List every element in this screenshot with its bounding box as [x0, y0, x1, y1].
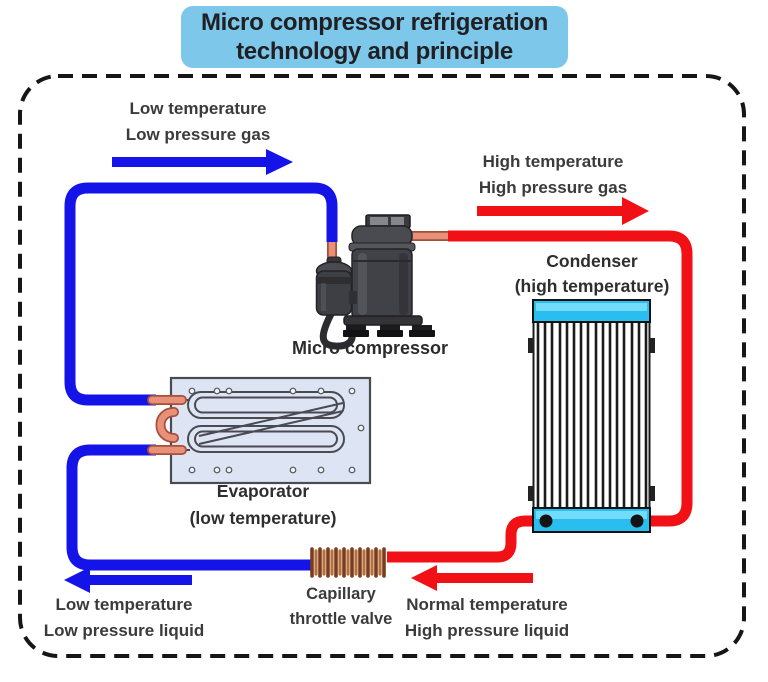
condenser-top-highlight [536, 303, 647, 311]
label-evaporator: Evaporator (low temperature) [190, 478, 337, 532]
label-line: Low temperature [55, 595, 193, 614]
flow-arrows [64, 149, 649, 593]
label-capillary-valve: Capillary throttle valve [290, 582, 393, 632]
terminal-detail [391, 217, 404, 225]
compressor-base [343, 315, 423, 326]
condenser-bracket [649, 486, 655, 501]
arrow-left-high-liquid-icon [411, 565, 533, 591]
label-line: Capillary [306, 585, 376, 603]
capillary-coil-light [314, 549, 382, 576]
accumulator-link [349, 291, 357, 304]
liquid-low-pipe [66, 444, 311, 571]
discharge-pipe [448, 230, 693, 527]
evaporator-illustration [147, 376, 372, 485]
evaporator-screw-holes [188, 387, 365, 474]
condenser-bracket [649, 338, 655, 353]
label-line: Condenser [546, 251, 638, 271]
condenser-fins [536, 322, 648, 508]
label-line: High temperature [482, 152, 624, 171]
evaporator-coil [187, 425, 345, 453]
condenser-bracket [528, 338, 534, 353]
condenser-inlet-port [630, 514, 644, 528]
page-title-line2: technology and principle [236, 38, 513, 65]
evaporator-coil [187, 391, 345, 419]
label-line: Evaporator [216, 481, 310, 501]
capillary-valve-illustration [310, 547, 386, 578]
label-compressor: Micro compressor [292, 338, 448, 358]
label-line: Low pressure gas [125, 125, 271, 144]
label-line: High pressure gas [478, 178, 628, 197]
compressor-loop-tube [319, 310, 356, 350]
label-line: Normal temperature [406, 595, 568, 614]
label-line: (low temperature) [189, 508, 337, 528]
label-condenser: Condenser (high temperature) [515, 249, 670, 299]
evaporator-u-bend-copper [157, 408, 178, 442]
barrel-highlight [358, 253, 367, 315]
condenser-bottom-highlight [536, 511, 647, 519]
arrow-right-high-gas-icon [477, 197, 649, 225]
label-line: Micro compressor [291, 338, 449, 358]
suction-pipe [64, 182, 338, 406]
accumulator-highlight [321, 283, 326, 311]
evaporator-coil-crossover [198, 402, 344, 445]
evaporator-coil [194, 430, 338, 448]
condenser-illustration [528, 299, 655, 533]
compressor-feet [343, 325, 435, 337]
accumulator-band [316, 277, 352, 284]
label-line: Low temperature [129, 99, 267, 118]
compressor-illustration [315, 214, 435, 350]
label-line: (high temperature) [514, 276, 670, 296]
terminal-detail [370, 217, 388, 225]
label-line: High pressure liquid [404, 621, 570, 640]
capillary-coil-dark [310, 547, 386, 578]
label-low-pressure-gas: Low temperature Low pressure gas [126, 96, 271, 148]
barrel-shade [399, 253, 408, 315]
page-title: Micro compressor refrigeration technolog… [181, 6, 568, 68]
label-high-pressure-gas: High temperature High pressure gas [479, 149, 627, 201]
liquid-high-pipe [387, 515, 545, 563]
label-high-pressure-liquid: Normal temperature High pressure liquid [405, 592, 569, 644]
label-low-pressure-liquid: Low temperature Low pressure liquid [44, 592, 205, 644]
page-title-line1: Micro compressor refrigeration [200, 9, 549, 36]
condenser-outlet-port [539, 514, 553, 528]
diagram-border [18, 74, 746, 658]
condenser-bracket [528, 486, 534, 501]
high-pressure-pipes [387, 230, 693, 563]
label-line: Low pressure liquid [43, 621, 205, 640]
label-line: throttle valve [289, 610, 393, 628]
arrow-left-low-liquid-icon [64, 567, 192, 593]
low-pressure-pipes [64, 182, 338, 571]
arrow-right-low-gas-icon [112, 149, 293, 175]
